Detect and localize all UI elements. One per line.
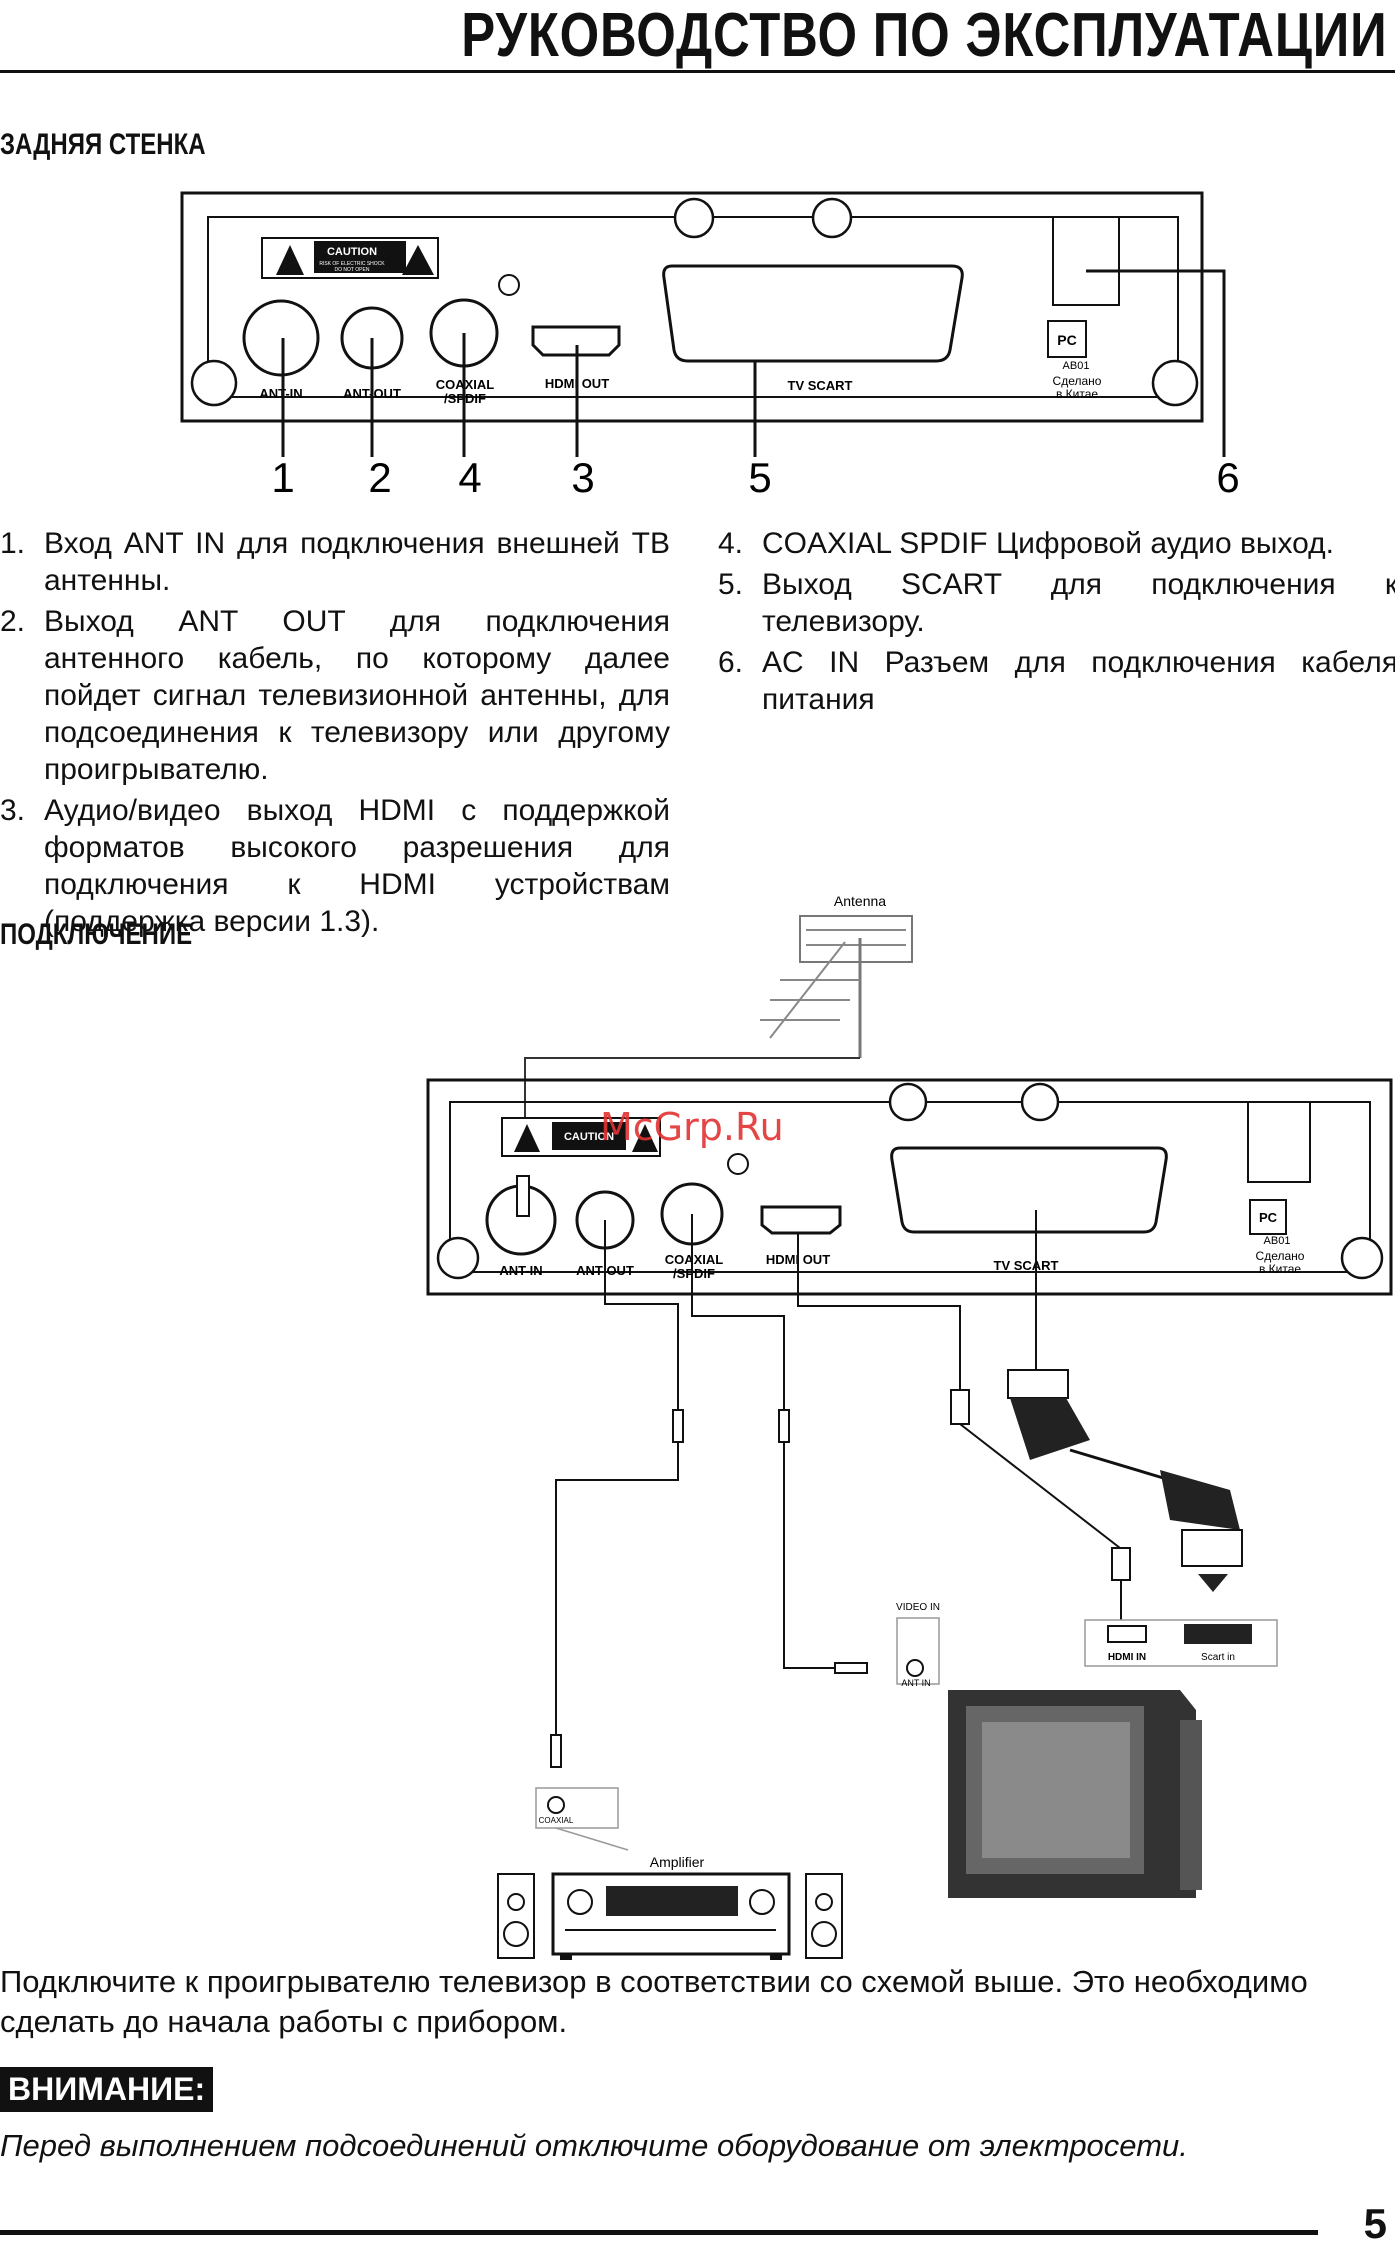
svg-text:/SPDIF: /SPDIF bbox=[673, 1266, 715, 1281]
svg-text:VIDEO IN: VIDEO IN bbox=[896, 1602, 940, 1613]
svg-text:DO NOT OPEN: DO NOT OPEN bbox=[335, 267, 370, 273]
footer-rule bbox=[0, 2230, 1318, 2235]
back-panel-diagram: CAUTION RISK OF ELECTRIC SHOCK DO NOT OP… bbox=[180, 191, 1240, 501]
svg-text:RISK OF ELECTRIC SHOCK: RISK OF ELECTRIC SHOCK bbox=[319, 261, 385, 267]
svg-text:3: 3 bbox=[571, 454, 594, 501]
svg-text:в Китае: в Китае bbox=[1056, 387, 1098, 401]
caution-text: CAUTION bbox=[327, 246, 377, 258]
svg-text:COAXIAL: COAXIAL bbox=[539, 1816, 574, 1825]
ac-in-connector bbox=[1052, 216, 1120, 306]
warning-text: Перед выполнением подсоединений отключит… bbox=[0, 2128, 1188, 2163]
chassis-outline bbox=[180, 191, 1204, 423]
list-item: 6.AC IN Разъем для подключения кабеля пи… bbox=[718, 646, 1395, 716]
svg-text:Сделано: Сделано bbox=[1053, 374, 1102, 388]
scart-connector bbox=[662, 264, 964, 363]
svg-text:HDMI IN: HDMI IN bbox=[1108, 1652, 1146, 1663]
warning-label: ВНИМАНИЕ: bbox=[0, 2067, 214, 2112]
page-number: 5 bbox=[1363, 2200, 1387, 2247]
hdmi-connector bbox=[531, 325, 621, 357]
svg-text:ANT-IN: ANT-IN bbox=[499, 1263, 542, 1278]
svg-text:Antenna: Antenna bbox=[834, 893, 886, 909]
list-item: 4.COAXIAL SPDIF Цифровой аудио выход. bbox=[718, 527, 1334, 560]
svg-text:TV SCART: TV SCART bbox=[994, 1258, 1059, 1273]
ant-in-connector bbox=[242, 299, 320, 377]
svg-text:PC: PC bbox=[1057, 332, 1076, 348]
svg-text:2: 2 bbox=[368, 454, 391, 501]
svg-text:4: 4 bbox=[458, 454, 481, 501]
svg-text:Amplifier: Amplifier bbox=[650, 1854, 705, 1870]
list-item: 5.Выход SCART для подключения к телевизо… bbox=[718, 568, 1395, 638]
list-item: 2.Выход ANT OUT для подключения антенног… bbox=[0, 605, 670, 786]
svg-text:ANT IN: ANT IN bbox=[901, 1678, 930, 1688]
connection-diagram: Antenna CAUTION PC АВ01 Сделано в Китае … bbox=[426, 893, 1393, 1960]
svg-text:PC: PC bbox=[1259, 1210, 1278, 1225]
svg-text:1: 1 bbox=[271, 454, 294, 501]
back-panel-heading: ЗАДНЯЯ СТЕНКА bbox=[0, 128, 206, 161]
svg-text:АВ01: АВ01 bbox=[1063, 360, 1090, 372]
svg-text:ANT-IN: ANT-IN bbox=[259, 386, 302, 401]
features-right-list: 4.COAXIAL SPDIF Цифровой аудио выход. 5.… bbox=[718, 525, 1395, 722]
svg-text:CAUTION: CAUTION bbox=[564, 1131, 614, 1143]
svg-text:в Китае: в Китае bbox=[1259, 1262, 1301, 1276]
svg-text:АВ01: АВ01 bbox=[1264, 1235, 1291, 1247]
watermark: McGrp.Ru bbox=[600, 1105, 784, 1149]
svg-text:COAXIAL: COAXIAL bbox=[665, 1252, 724, 1267]
svg-text:TV SCART: TV SCART bbox=[788, 378, 853, 393]
features-left-list: 1.Вход ANT IN для подключения внешней ТВ… bbox=[0, 525, 670, 944]
svg-text:6: 6 bbox=[1216, 454, 1239, 501]
list-item: 3.Аудио/видео выход HDMI с поддержкой фо… bbox=[0, 794, 670, 938]
list-item: 1.Вход ANT IN для подключения внешней ТВ… bbox=[0, 527, 670, 597]
connection-instructions: Подключите к проигрывателю телевизор в с… bbox=[0, 1964, 1308, 2039]
connection-heading: ПОДКЛЮЧЕНИЕ bbox=[0, 918, 193, 951]
page-title: РУКОВОДСТВО ПО ЭКСПЛУАТАЦИИ bbox=[460, 1, 1387, 70]
svg-text:Scart in: Scart in bbox=[1201, 1652, 1235, 1663]
svg-text:5: 5 bbox=[748, 454, 771, 501]
svg-text:Сделано: Сделано bbox=[1256, 1249, 1305, 1263]
title-rule bbox=[0, 70, 1395, 73]
